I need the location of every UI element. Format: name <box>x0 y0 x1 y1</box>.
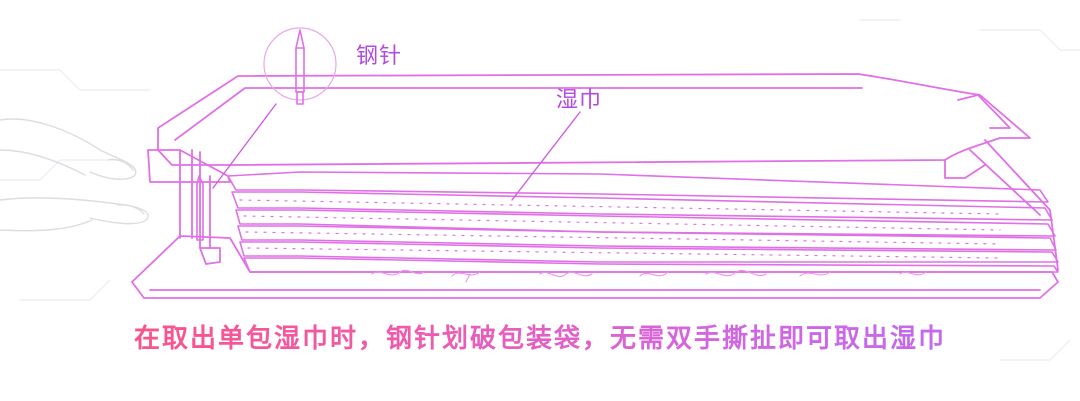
caption-text: 在取出单包湿巾时，钢针划破包装袋，无需双手撕扯即可取出湿巾 <box>0 318 1080 355</box>
needle-label: 钢针 <box>356 44 403 69</box>
wipe-stack <box>227 171 1059 273</box>
wipe-leader-line <box>511 111 581 201</box>
needle-callout <box>263 27 337 105</box>
background-circuit-lines <box>0 19 1080 361</box>
needle-leader-line <box>212 103 277 189</box>
wipe-label: 湿巾 <box>556 88 603 113</box>
tray-texture <box>371 269 927 283</box>
needle-icon <box>196 175 204 241</box>
leader-lines <box>212 103 581 201</box>
finger-illustration <box>0 118 149 232</box>
